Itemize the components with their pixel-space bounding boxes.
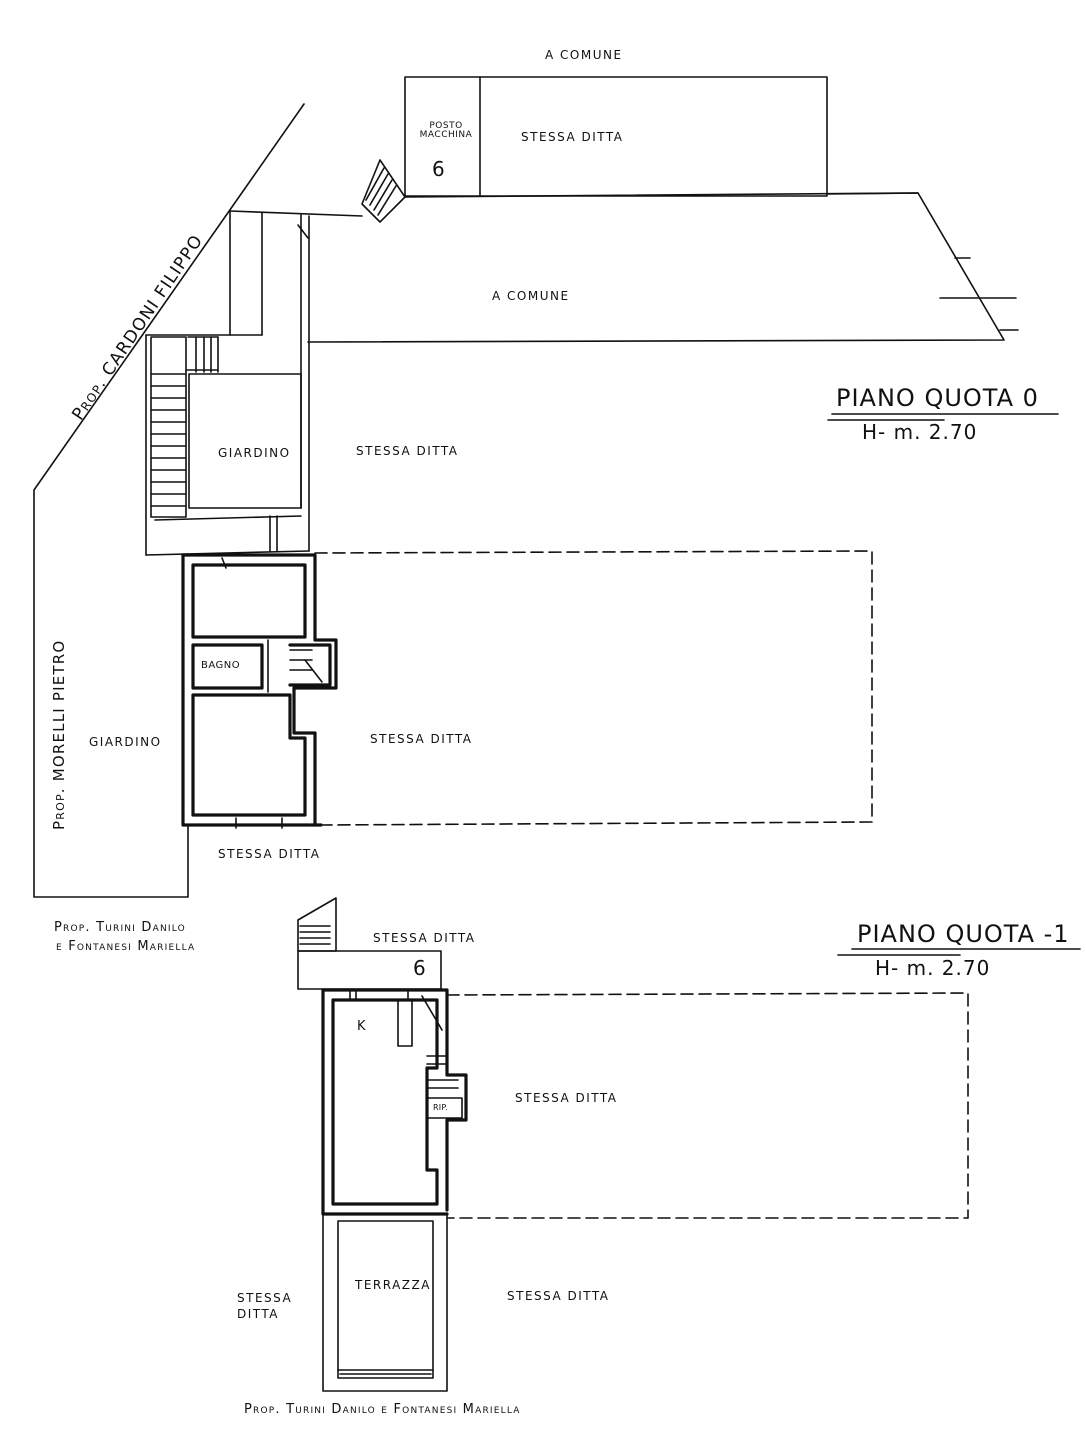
parking-stair xyxy=(361,159,406,223)
label-height-0: H- m. 2.70 xyxy=(862,420,978,444)
label-a-comune-top: A COMUNE xyxy=(545,48,623,62)
quota-0-dashed-extent xyxy=(314,550,873,826)
common-area xyxy=(229,192,1019,343)
label-stessa-ditta-mid: STESSA DITTA xyxy=(370,732,473,746)
label-stessa-ditta-lower-right: STESSA DITTA xyxy=(515,1091,618,1105)
label-lower-number: 6 xyxy=(413,956,426,980)
label-bagno: BAGNO xyxy=(201,660,241,671)
parking-block xyxy=(404,76,919,197)
label-height-1: H- m. 2.70 xyxy=(875,956,991,980)
upper-stairs xyxy=(150,336,219,518)
label-prop-turini-1-line2: e Fontanesi Mariella xyxy=(56,939,196,954)
house-quota-0-details xyxy=(221,557,323,829)
label-posto-macchina: POSTO MACCHINA xyxy=(419,121,473,140)
quota-1-dashed-extent xyxy=(446,992,969,1219)
label-giardino-left: GIARDINO xyxy=(89,735,162,749)
title-underlines xyxy=(827,413,1081,956)
label-stessa-ditta-lower-left: STESSA DITTA xyxy=(237,1291,293,1322)
cardoni-boundary xyxy=(33,103,305,898)
label-stessa-ditta-top: STESSA DITTA xyxy=(521,130,624,144)
label-stessa-ditta-lower-bottom-right: STESSA DITTA xyxy=(507,1289,610,1303)
label-prop-morelli: Prop. MORELLI PIETRO xyxy=(50,639,68,830)
house-quota-0-walls xyxy=(181,553,338,827)
label-terrazza: TERRAZZA xyxy=(355,1278,431,1292)
house-quota-1-details xyxy=(349,989,463,1119)
label-k: K xyxy=(357,1019,368,1034)
label-a-comune-middle: A COMUNE xyxy=(492,289,570,303)
label-prop-turini-2: Prop. Turini Danilo e Fontanesi Mariella xyxy=(244,1402,521,1417)
title-piano-quota-0: PIANO QUOTA 0 xyxy=(836,384,1039,412)
label-stessa-ditta-below-house: STESSA DITTA xyxy=(218,847,321,861)
label-stessa-ditta-upper: STESSA DITTA xyxy=(356,444,459,458)
label-posto-number: 6 xyxy=(432,157,445,181)
upper-garden-area xyxy=(145,210,310,556)
title-piano-quota-1: PIANO QUOTA -1 xyxy=(857,920,1070,948)
house-quota-1-walls xyxy=(321,988,468,1216)
label-stessa-ditta-lower-top: STESSA DITTA xyxy=(373,931,476,945)
lower-stair xyxy=(297,897,337,952)
terrace xyxy=(322,1213,448,1392)
label-prop-turini-1-line1: Prop. Turini Danilo xyxy=(54,920,186,935)
label-rip: RIP. xyxy=(433,1103,448,1112)
label-giardino-upper: GIARDINO xyxy=(218,446,291,460)
